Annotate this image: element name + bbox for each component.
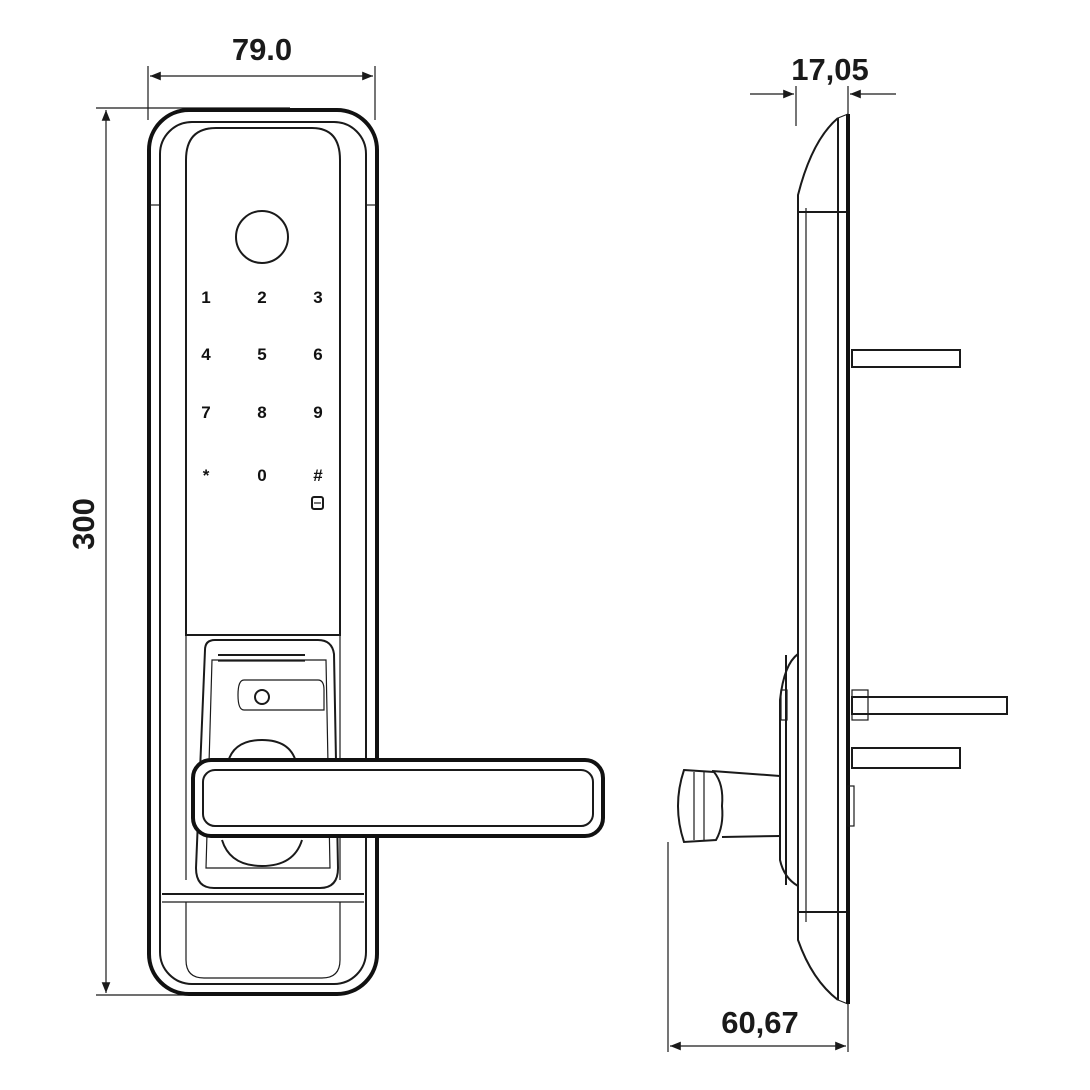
fingerprint-sensor-icon <box>235 210 289 264</box>
keypad-key-1: 1 <box>201 288 210 307</box>
lock-indicator-icon <box>311 496 324 510</box>
front-view: 79.0 300 1 2 3 4 5 6 7 8 9 * 0 # <box>66 32 605 996</box>
upper-spindle <box>851 349 961 368</box>
keypad-key-8: 8 <box>257 403 266 422</box>
middle-spindle <box>851 696 1008 715</box>
lever-handle <box>191 758 605 838</box>
keypad-key-0: 0 <box>257 466 266 485</box>
keypad-key-hash: # <box>313 466 323 485</box>
side-lever-handle <box>677 768 781 844</box>
projection-dimension: 60,67 <box>667 842 849 1052</box>
keypad-key-2: 2 <box>257 288 266 307</box>
projection-dimension-label: 60,67 <box>721 1005 799 1040</box>
keypad-key-7: 7 <box>201 403 210 422</box>
width-dimension: 79.0 <box>147 32 376 120</box>
keypad-key-3: 3 <box>313 288 322 307</box>
height-dimension-label: 300 <box>66 498 101 550</box>
depth-dimension: 17,05 <box>750 52 896 126</box>
keypad-key-4: 4 <box>201 345 211 364</box>
keypad-key-star: * <box>203 466 210 485</box>
lock-body-inner <box>159 121 367 985</box>
handle-escutcheon <box>194 639 340 889</box>
keypad-key-9: 9 <box>313 403 322 422</box>
depth-dimension-label: 17,05 <box>791 52 869 87</box>
override-key-hole-icon <box>254 689 270 705</box>
width-dimension-label: 79.0 <box>232 32 292 67</box>
lock-body-outer <box>147 108 379 996</box>
face-panel <box>185 127 341 636</box>
keypad-key-5: 5 <box>257 345 266 364</box>
lower-spindle <box>851 747 961 769</box>
keypad-key-6: 6 <box>313 345 322 364</box>
side-view: 17,05 60,67 <box>667 52 1008 1052</box>
height-dimension: 300 <box>66 107 290 996</box>
side-body-profile <box>797 117 839 1001</box>
